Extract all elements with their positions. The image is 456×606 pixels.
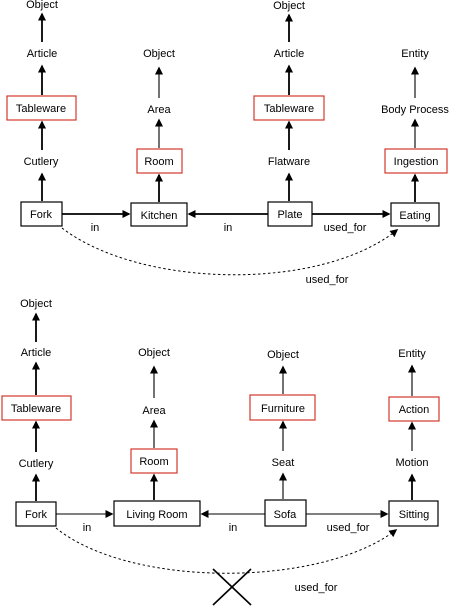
top-diagram: Object Article Tableware Cutlery Fork Ob… (6, 0, 449, 286)
bottom-c2-room: Room (139, 456, 168, 468)
top-c4-eating-box (390, 202, 440, 227)
top-c3-plate: Plate (277, 209, 302, 221)
bottom-c1-article: Article (21, 347, 52, 359)
bottom-c1-object: Object (20, 298, 52, 310)
top-c3-tableware: Tableware (264, 103, 314, 115)
top-c4-body-process: Body Process (381, 104, 449, 116)
top-c1-cutlery: Cutlery (24, 156, 59, 168)
top-edge-fork-eating-dashed (61, 227, 399, 276)
top-c1-fork: Fork (30, 209, 53, 221)
bottom-c3-object: Object (267, 349, 299, 361)
bottom-c4-sitting-box (388, 500, 439, 527)
bottom-c2-room-box (130, 448, 178, 474)
bottom-c3-furniture: Furniture (261, 403, 305, 415)
top-c2-object: Object (143, 48, 175, 60)
bottom-c1-tableware: Tableware (11, 403, 61, 415)
bottom-c2-area: Area (142, 405, 166, 417)
top-c1-article: Article (27, 48, 58, 60)
top-c2-kitchen-box (130, 202, 188, 227)
bottom-c1-cutlery: Cutlery (19, 458, 54, 470)
bottom-c4-entity: Entity (398, 348, 426, 360)
bottom-c4-motion: Motion (395, 457, 428, 469)
top-c4-entity: Entity (401, 48, 429, 60)
bottom-edge-in1-label: in (83, 522, 92, 534)
bottom-c2-object: Object (138, 347, 170, 359)
bottom-c4-action-box (388, 396, 440, 422)
bottom-c1-fork-box (15, 501, 57, 527)
top-c4-ingestion-box (384, 148, 448, 174)
top-c4-ingestion: Ingestion (394, 156, 439, 168)
top-c1-tableware-box (6, 95, 77, 121)
bottom-diagram: Object Article Tableware Cutlery Fork Ob… (1, 298, 440, 606)
top-c1-tableware: Tableware (16, 103, 66, 115)
bottom-c1-fork: Fork (25, 509, 48, 521)
top-c3-object: Object (273, 0, 305, 12)
top-c3-tableware-box (253, 95, 325, 121)
bottom-edge-in2-label: in (229, 522, 238, 534)
top-c4-eating: Eating (399, 210, 430, 222)
bottom-c4-action: Action (399, 404, 430, 416)
top-edge-usedfor-label: used_for (324, 222, 367, 234)
bottom-c3-sofa: Sofa (274, 509, 298, 521)
bottom-c2-livingroom-box (113, 500, 201, 527)
top-c2-area: Area (147, 104, 171, 116)
top-edge-in2-label: in (224, 222, 233, 234)
top-edge-usedfor-dashed-label: used_for (306, 274, 349, 286)
top-c3-flatware: Flatware (268, 156, 310, 168)
bottom-edge-fork-sitting-dashed (55, 527, 398, 574)
bottom-edge-usedfor-dashed-label: used_for (295, 582, 338, 594)
bottom-c4-sitting: Sitting (399, 509, 430, 521)
top-c1-object: Object (26, 0, 58, 11)
top-c1-fork-box (20, 201, 63, 227)
top-c2-room-box (136, 148, 183, 174)
top-c3-article: Article (274, 48, 305, 60)
bottom-edge-usedfor-label: used_for (327, 522, 370, 534)
top-c2-kitchen: Kitchen (141, 210, 178, 222)
cross-icon (212, 568, 252, 606)
bottom-c3-seat: Seat (272, 457, 295, 469)
bottom-c2-living-room: Living Room (126, 509, 187, 521)
bottom-c3-furniture-box (249, 394, 316, 421)
top-edge-in1-label: in (91, 222, 100, 234)
top-c2-room: Room (144, 156, 173, 168)
bottom-c3-sofa-box (264, 499, 307, 527)
bottom-c1-tableware-box (1, 395, 72, 421)
